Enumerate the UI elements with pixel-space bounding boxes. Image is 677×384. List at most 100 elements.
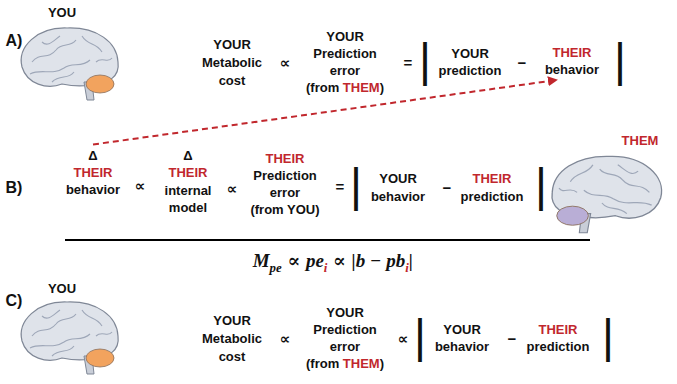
- brain-illustration: [21, 302, 118, 374]
- term-text: THEM: [343, 79, 380, 96]
- term-text: prediction: [527, 338, 590, 355]
- term-text: YOUR: [213, 312, 251, 329]
- text-line: |: [414, 313, 426, 359]
- text-line: YOUR: [213, 36, 251, 53]
- subscript: i: [405, 257, 409, 279]
- term-group: THEIRbehavior: [542, 42, 602, 80]
- term-text: THEIR: [169, 164, 208, 181]
- term-text: (from: [306, 79, 339, 96]
- term-text: Prediction: [313, 45, 377, 62]
- absolute-bar: |: [414, 313, 426, 359]
- text-line: |: [419, 37, 431, 83]
- term-text: YOUR: [451, 45, 489, 62]
- term-text: error: [270, 184, 300, 201]
- term-text: THEIR: [66, 164, 120, 181]
- text-line: ∝: [227, 180, 238, 197]
- text-line: |: [614, 37, 626, 83]
- term-text: ): [380, 355, 384, 372]
- text-line: (from YOU): [250, 201, 319, 218]
- panel-letter: B): [6, 178, 23, 197]
- absolute-bar: |: [419, 37, 431, 83]
- term-text: prediction: [461, 188, 524, 205]
- text-line: YOUR: [213, 312, 251, 329]
- operator-symbol: =: [336, 178, 345, 195]
- term-text: cost: [219, 348, 246, 365]
- term-text: YOUR: [213, 36, 251, 53]
- text-line: Δ: [183, 147, 192, 164]
- text-line: behavior: [435, 338, 489, 355]
- term-text: THEIR: [539, 321, 578, 338]
- term-text: model: [169, 199, 207, 216]
- text-line: internal: [165, 182, 212, 199]
- term-text: Prediction: [313, 321, 377, 338]
- text-line: Prediction: [253, 167, 317, 184]
- text-line: (fromTHEM): [306, 79, 384, 96]
- text-line: (fromTHEM): [306, 355, 384, 372]
- operator-symbol: −: [443, 179, 452, 196]
- text-line: YOUR: [451, 45, 489, 62]
- term-text: Metabolic: [202, 330, 262, 347]
- text-line: |: [535, 162, 547, 208]
- text-line: −: [518, 54, 527, 71]
- term-text: YOUR: [379, 170, 417, 187]
- term-text: behavior: [371, 188, 425, 205]
- text-line: error: [330, 62, 360, 79]
- term-text: (from YOU): [250, 201, 319, 218]
- absolute-bar: |: [350, 162, 362, 208]
- text-line: YOUR: [326, 304, 364, 321]
- formula-term: ∝: [287, 250, 300, 272]
- text-line: A): [6, 31, 23, 50]
- formula-term: pe: [306, 250, 324, 272]
- term-text: error: [330, 338, 360, 355]
- term-text: THEIR: [266, 150, 305, 167]
- text-line: THEIR: [473, 170, 512, 187]
- term-text: THEIR: [473, 170, 512, 187]
- panel-letter: C): [6, 291, 23, 310]
- text-line: YOUR: [326, 28, 364, 45]
- text-line: prediction: [439, 62, 502, 79]
- text-line: Metabolic: [202, 54, 262, 71]
- text-line: behavior: [371, 188, 425, 205]
- term-text: behavior: [545, 61, 599, 78]
- formula-term: |b − pb: [352, 250, 406, 272]
- text-line: error: [330, 338, 360, 355]
- operator-symbol: ∝: [135, 177, 146, 194]
- term-text: YOUR: [326, 28, 364, 45]
- text-line: −: [508, 330, 517, 347]
- term-text: error: [330, 62, 360, 79]
- term-text: ): [380, 79, 384, 96]
- text-line: ∝: [135, 177, 146, 194]
- operator-symbol: ∝: [280, 330, 291, 347]
- brain-illustration: [21, 28, 118, 100]
- text-line: =: [404, 54, 413, 71]
- text-line: ∝: [398, 330, 409, 347]
- text-line: YOUR: [443, 321, 481, 338]
- text-line: Prediction: [313, 321, 377, 338]
- term-text: THEM: [622, 132, 659, 149]
- operator-symbol: ∝: [398, 330, 409, 347]
- absolute-bar: |: [614, 37, 626, 83]
- text-line: THEIR: [539, 321, 578, 338]
- text-line: THEIR: [266, 150, 305, 167]
- term-text: Δ: [66, 147, 120, 164]
- term-text: Prediction: [253, 167, 317, 184]
- operator-symbol: −: [518, 54, 527, 71]
- text-line: |: [602, 313, 614, 359]
- term-text: YOUR: [326, 304, 364, 321]
- text-line: ∝: [280, 54, 291, 71]
- formula-term: M: [253, 250, 270, 272]
- text-line: B): [6, 178, 23, 197]
- panel-letter: A): [6, 31, 23, 50]
- term-text: cost: [219, 72, 246, 89]
- text-line: Prediction: [313, 45, 377, 62]
- text-line: =: [336, 178, 345, 195]
- term-text: YOU: [48, 280, 76, 297]
- text-line: THEIR: [169, 164, 208, 181]
- text-line: ∝: [280, 330, 291, 347]
- term-text: Metabolic: [202, 54, 262, 71]
- text-line: Metabolic: [202, 330, 262, 347]
- formula-term: |: [409, 250, 413, 272]
- term-text: internal: [165, 182, 212, 199]
- absolute-bar: |: [535, 162, 547, 208]
- text-line: C): [6, 291, 23, 310]
